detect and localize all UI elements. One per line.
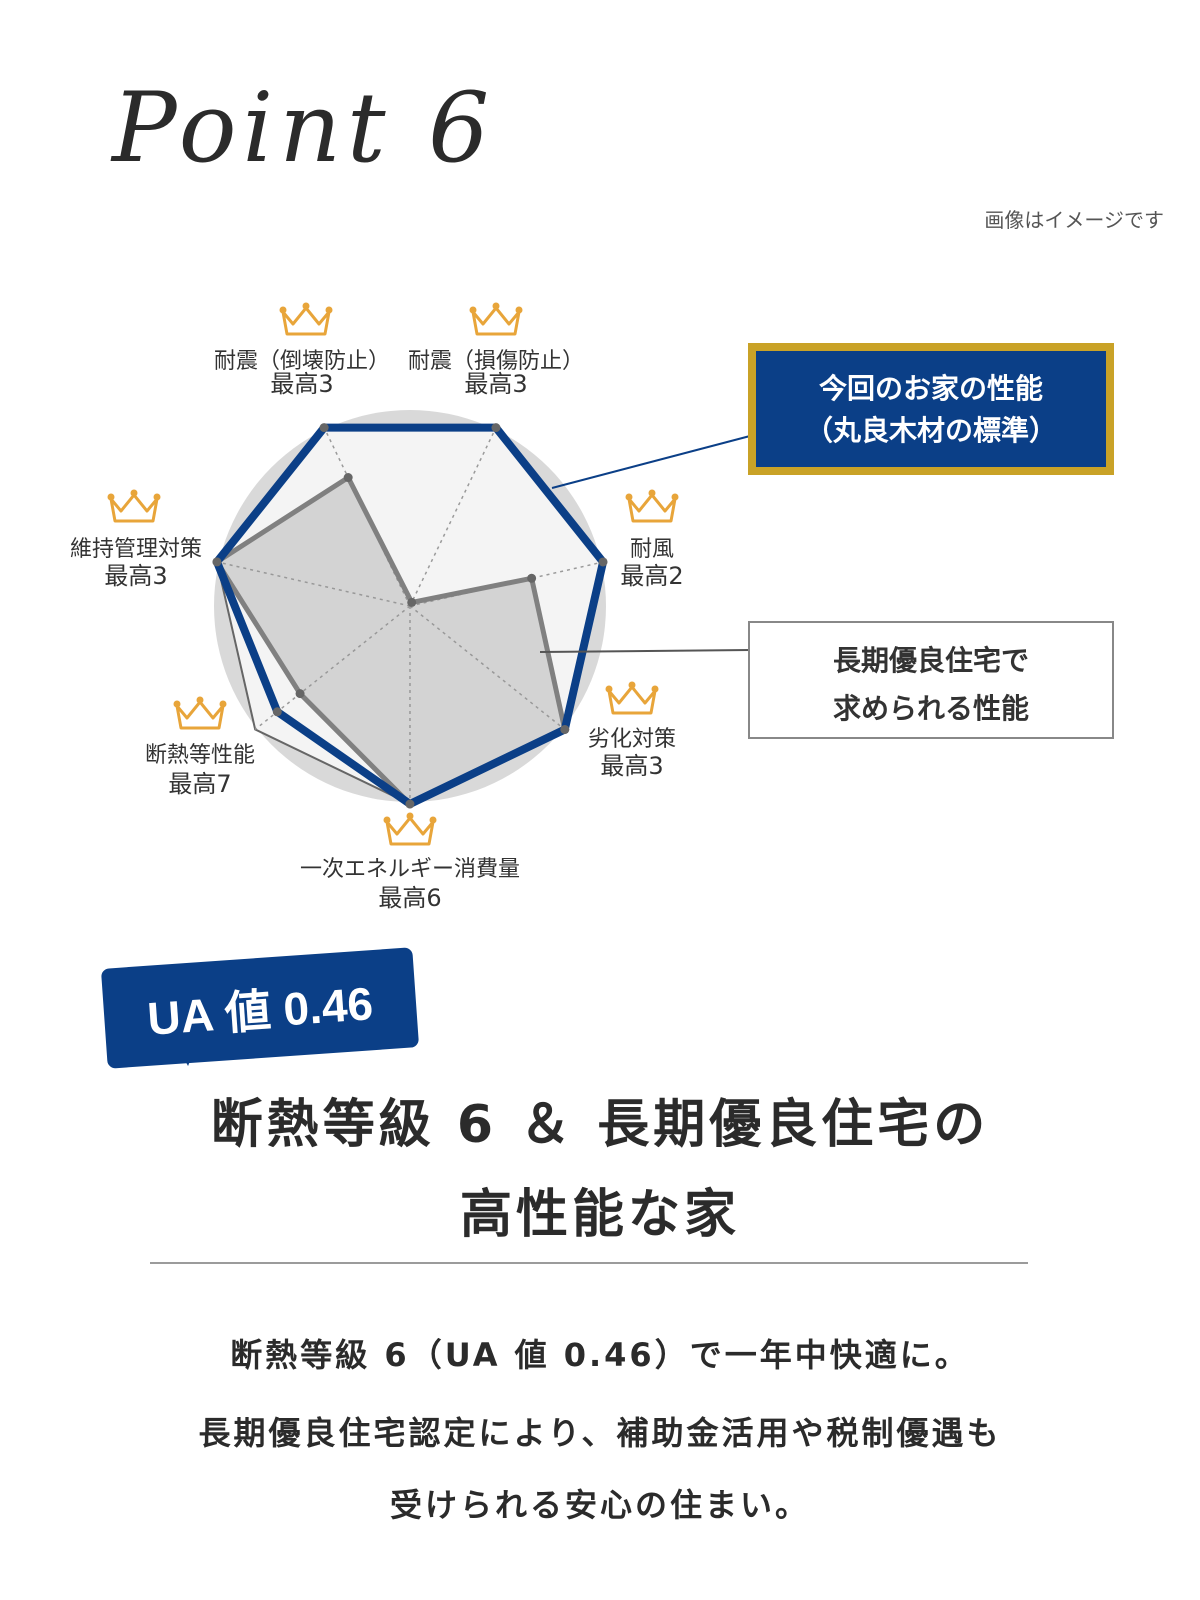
axis-max-label: 最高3 xyxy=(270,370,333,398)
series-data-point xyxy=(527,573,537,583)
chart-spoke xyxy=(409,427,497,607)
crown-icon xyxy=(173,696,227,730)
series-data-point xyxy=(343,473,353,483)
section-divider xyxy=(150,1262,1028,1264)
body-line-3: 受けられる安心の住まい。 xyxy=(389,1486,810,1524)
point-title: Point 6 xyxy=(112,72,496,184)
legend-standard-line-2: 求められる性能 xyxy=(833,692,1029,725)
crown-icon xyxy=(605,681,659,715)
ua-value-badge: UA 値 0.46 xyxy=(100,947,420,1069)
crown-icon xyxy=(279,302,333,336)
chart-spoke xyxy=(409,605,566,731)
crown-icon xyxy=(383,812,437,846)
crown-icon xyxy=(107,489,161,523)
legend-connector-standard xyxy=(539,649,751,653)
series-data-point xyxy=(407,597,417,607)
crown-icon xyxy=(469,302,523,336)
axis-max-label: 最高3 xyxy=(464,370,527,398)
axis-label: 耐震（損傷防止） xyxy=(408,349,584,374)
body-line-1: 断熱等級 6（UA 値 0.46）で一年中快適に。 xyxy=(230,1336,970,1374)
series-data-point xyxy=(405,799,415,809)
axis-max-label: 最高2 xyxy=(620,562,683,590)
axis-label: 劣化対策 xyxy=(588,727,676,752)
image-disclaimer: 画像はイメージです xyxy=(984,208,1164,232)
legend-connector-our-home xyxy=(551,435,751,489)
chart-spoke xyxy=(216,561,411,607)
series-data-point xyxy=(560,724,570,734)
axis-max-label: 最高3 xyxy=(104,562,167,590)
legend-our-home-line-2: （丸良木材の標準） xyxy=(805,414,1057,447)
series-data-point xyxy=(598,557,608,567)
legend-our-home-line-1: 今回のお家の性能 xyxy=(819,372,1043,405)
crown-icon xyxy=(625,489,679,523)
headline-line-1: 断熱等級 6 ＆ 長期優良住宅の xyxy=(210,1095,990,1155)
legend-standard-line-1: 長期優良住宅で xyxy=(833,644,1029,677)
axis-label: 断熱等性能 xyxy=(145,743,255,768)
series-data-point xyxy=(491,423,501,433)
legend-box-our-home xyxy=(756,351,1106,467)
series-our-home-polygon xyxy=(212,423,608,808)
series-data-point xyxy=(295,689,305,699)
axis-max-label: 最高7 xyxy=(168,770,231,798)
axis-label: 耐震（倒壊防止） xyxy=(214,349,390,374)
ua-value-text: UA 値 0.46 xyxy=(145,977,375,1045)
legend-box-standard xyxy=(748,621,1114,739)
series-data-point xyxy=(319,423,329,433)
axis-max-label: 最高6 xyxy=(378,884,441,912)
body-line-2: 長期優良住宅認定により、補助金活用や税制優遇も xyxy=(198,1414,1002,1452)
axis-label: 維持管理対策 xyxy=(70,537,202,562)
axis-label: 一次エネルギー消費量 xyxy=(300,857,520,882)
series-data-point xyxy=(272,707,282,717)
radar-chart: 耐震（倒壊防止）最高3耐震（損傷防止）最高3耐風最高2劣化対策最高3一次エネルギ… xyxy=(70,302,1114,912)
axis-max-label: 最高3 xyxy=(600,752,663,780)
headline-line-2: 高性能な家 xyxy=(459,1185,740,1245)
axis-label: 耐風 xyxy=(630,537,674,562)
series-data-point xyxy=(212,557,222,567)
chart-spoke xyxy=(254,605,411,730)
